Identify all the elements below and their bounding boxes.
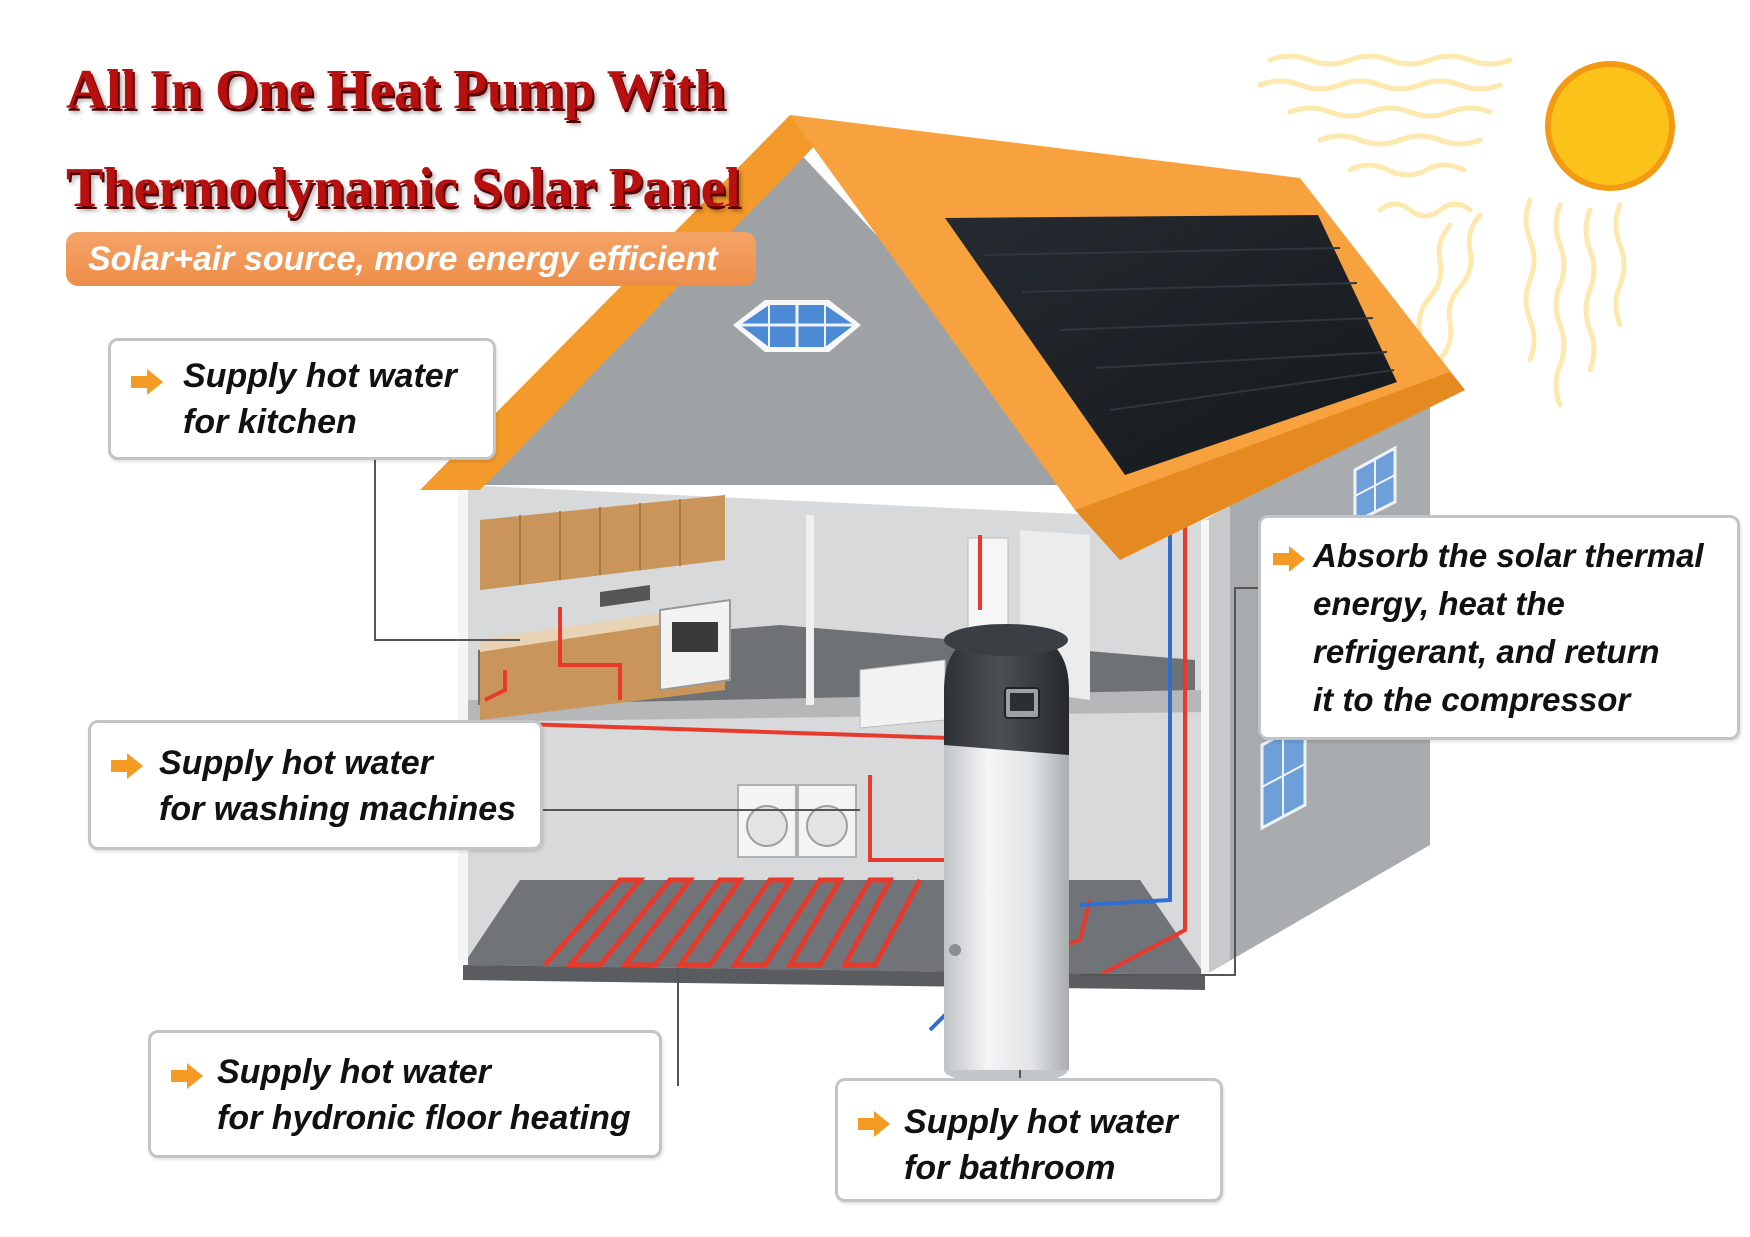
callout-washing-line-1: Supply hot water [159,744,433,782]
callout-connectors [374,457,1260,1086]
sun-icon [1257,53,1675,408]
floor-heating-pipes [543,877,923,968]
bathroom-fixtures [859,537,1009,729]
callout-floor-heating: Supply hot water for hydronic floor heat… [148,1030,662,1158]
callout-washing-machines: Supply hot water for washing machines [88,720,543,850]
arrow-right-icon [171,1063,203,1089]
washing-machines [737,784,857,858]
side-window [1353,445,1397,525]
callout-kitchen-line-1: Supply hot water [183,357,457,395]
callout-kitchen: Supply hot water for kitchen [108,338,496,460]
callout-bathroom: Supply hot water for bathroom [835,1078,1223,1202]
arrow-right-icon [858,1111,890,1137]
callout-solar-line-1: Absorb the solar thermal [1313,537,1704,574]
window-icon [733,300,861,352]
title-line-1: All In One Heat Pump With [66,59,726,121]
callout-solar-line-4: it to the compressor [1313,681,1631,718]
subtitle-badge: Solar+air source, more energy efficient [66,232,756,286]
callout-bathroom-line-2: for bathroom [904,1149,1116,1187]
solar-panel [945,215,1397,475]
callout-solar-panel: Absorb the solar thermal energy, heat th… [1258,515,1740,740]
kitchen [480,495,731,720]
callout-solar-line-3: refrigerant, and return [1313,633,1660,670]
arrow-right-icon [1273,546,1305,572]
arrow-right-icon [111,753,143,779]
callout-floor-line-1: Supply hot water [217,1053,491,1091]
title-line-2: Thermodynamic Solar Panel [66,157,741,219]
callout-kitchen-line-2: for kitchen [183,403,357,441]
callout-washing-line-2: for washing machines [159,790,517,828]
arrow-right-icon [131,369,163,395]
callout-solar-line-2: energy, heat the [1313,585,1565,622]
callout-floor-line-2: for hydronic floor heating [217,1099,631,1137]
heat-pump-tank [944,624,1069,1084]
callout-bathroom-line-1: Supply hot water [904,1103,1178,1141]
